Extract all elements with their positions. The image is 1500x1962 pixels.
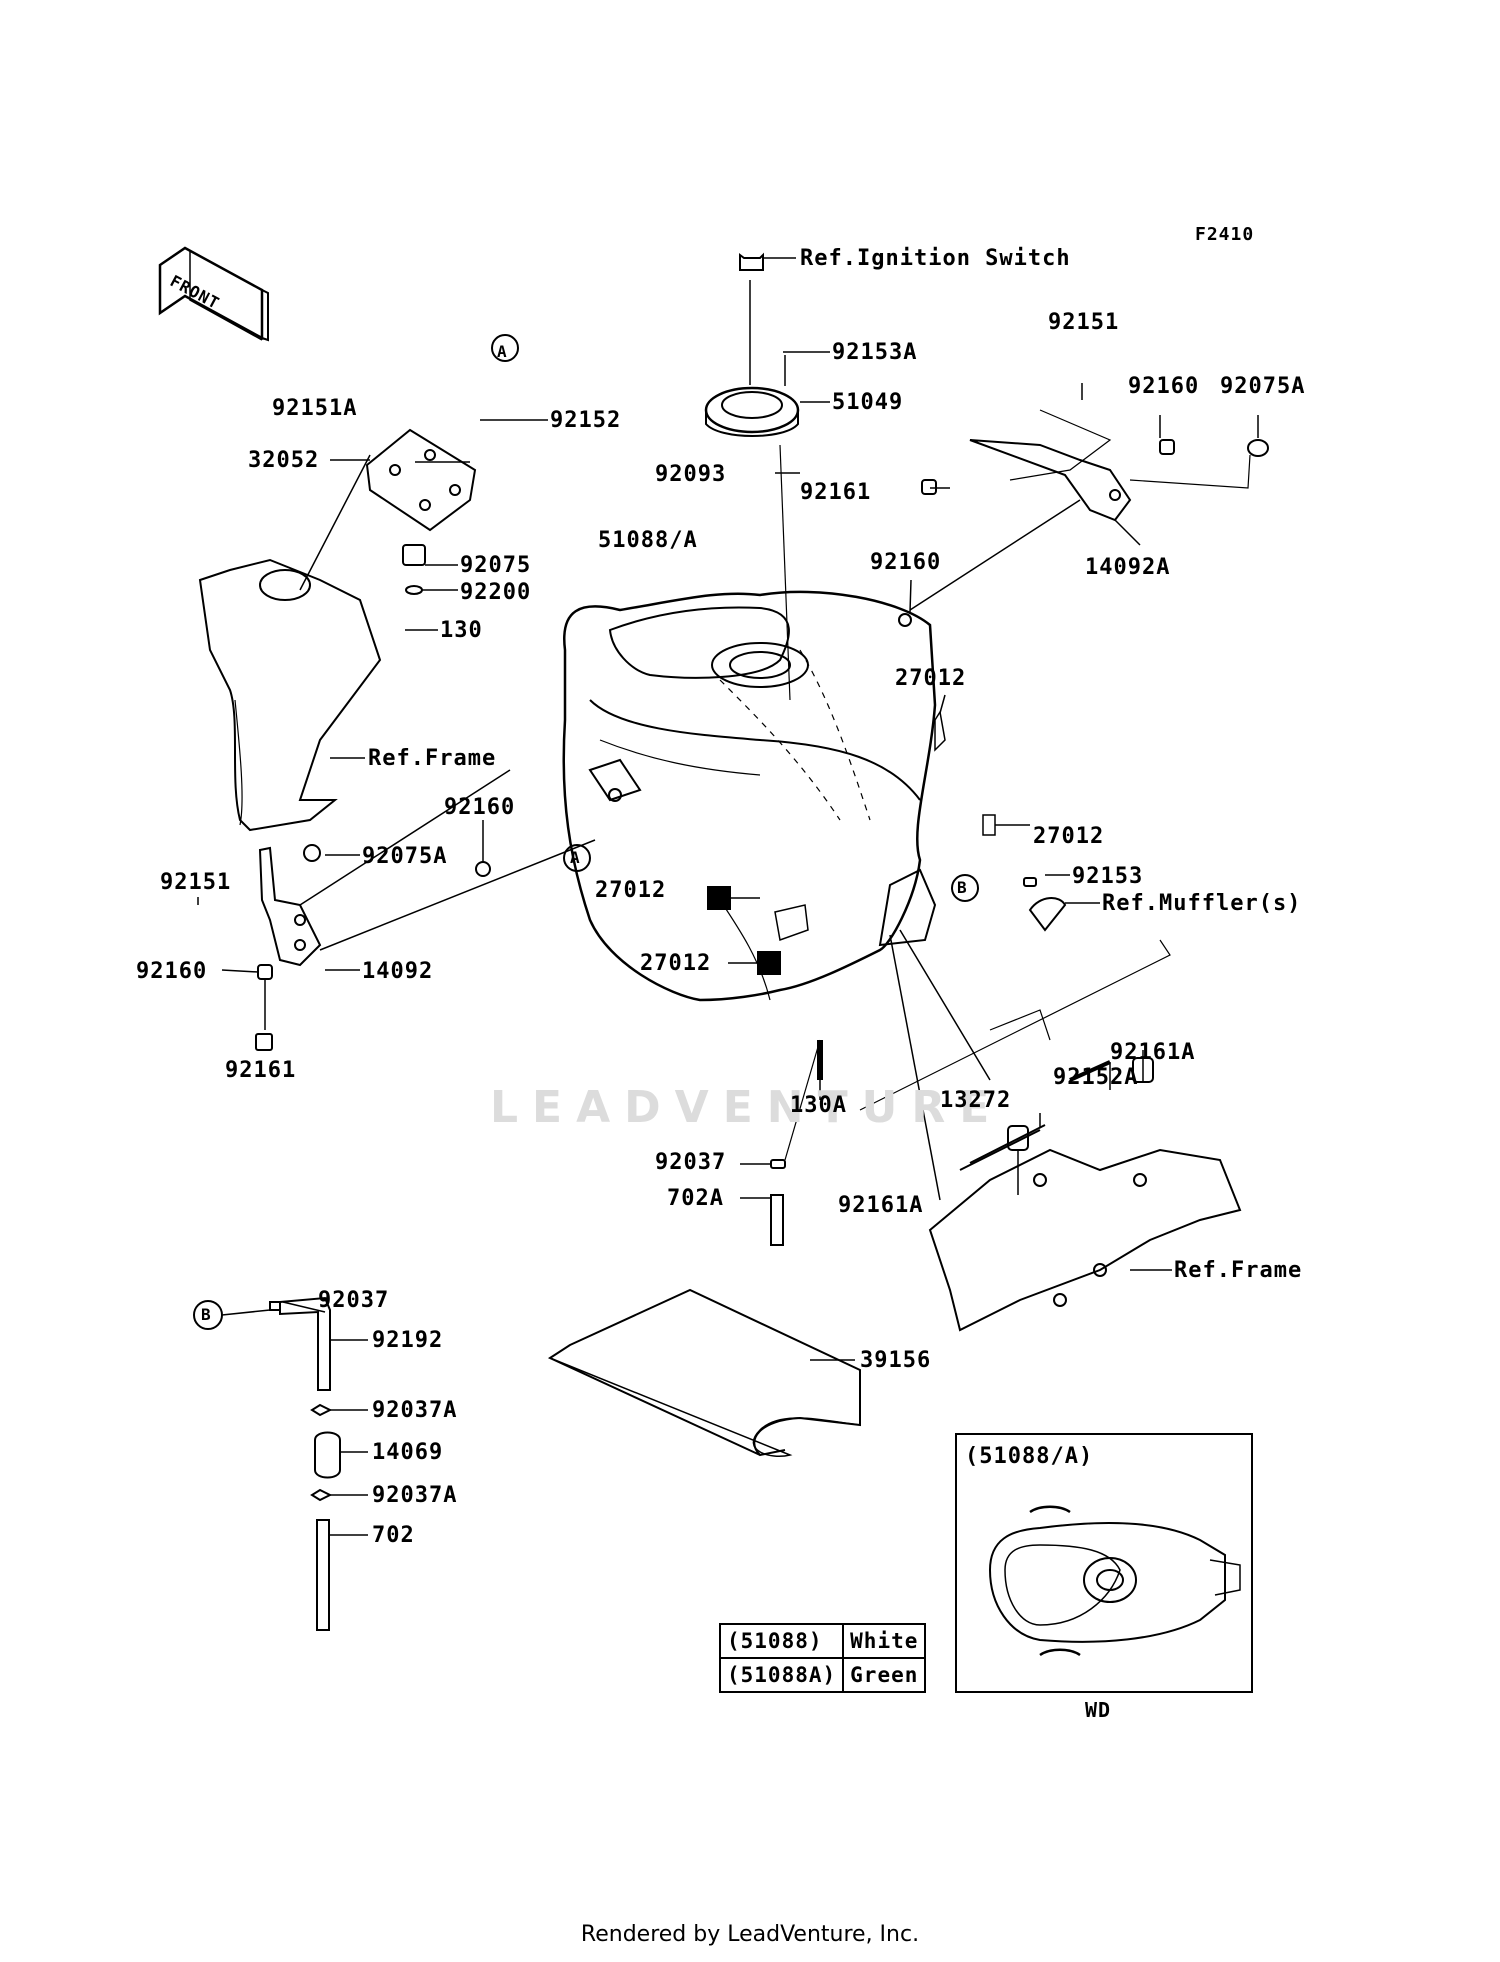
front-arrow-icon <box>158 246 269 342</box>
decal-27012-a <box>707 886 731 910</box>
label-ref-frame-left: Ref.Frame <box>368 746 497 771</box>
label-13272[interactable]: 13272 <box>940 1088 1012 1113</box>
label-27012-d[interactable]: 27012 <box>640 951 712 976</box>
label-92037A-1[interactable]: 92037A <box>372 1398 458 1423</box>
table-row: (51088A) Green <box>718 1657 927 1693</box>
label-92160-low[interactable]: 92160 <box>136 959 208 984</box>
label-27012-a[interactable]: 27012 <box>895 666 967 691</box>
label-92153A[interactable]: 92153A <box>832 340 918 365</box>
color-table: (51088) White (51088A) Green <box>718 1623 927 1693</box>
label-92161-low[interactable]: 92161 <box>225 1058 297 1083</box>
label-92093[interactable]: 92093 <box>655 462 727 487</box>
label-92037A-2[interactable]: 92037A <box>372 1483 458 1508</box>
label-92075[interactable]: 92075 <box>460 553 532 578</box>
label-92151-top[interactable]: 92151 <box>1048 310 1120 335</box>
label-92160-left[interactable]: 92160 <box>444 795 516 820</box>
label-702A[interactable]: 702A <box>667 1186 724 1211</box>
label-51088A[interactable]: 51088/A <box>598 528 698 553</box>
label-ref-ignition-switch: Ref.Ignition Switch <box>800 246 1071 271</box>
label-ref-mufflers: Ref.Muffler(s) <box>1102 891 1302 916</box>
breather-assembly-drawing <box>193 1296 341 1631</box>
marker-b-low-label: B <box>201 1305 212 1324</box>
label-92161-top[interactable]: 92161 <box>800 480 872 505</box>
fuel-cap-drawing <box>704 252 800 701</box>
label-92161A-right[interactable]: 92161A <box>1110 1040 1196 1065</box>
label-ref-frame-right: Ref.Frame <box>1174 1258 1303 1283</box>
label-92200[interactable]: 92200 <box>460 580 532 605</box>
left-bracket-drawing <box>198 428 477 832</box>
label-92160-top[interactable]: 92160 <box>1128 374 1200 399</box>
marker-a-top <box>491 334 519 362</box>
muffler-ref-drawing <box>1023 877 1067 932</box>
leader-lines <box>197 257 1259 1536</box>
marker-b-mid-label: B <box>957 878 968 897</box>
label-51049[interactable]: 51049 <box>832 390 904 415</box>
label-92160-mid[interactable]: 92160 <box>870 550 942 575</box>
marker-b-mid <box>951 874 979 902</box>
inset-title: (51088/A) <box>965 1444 1094 1469</box>
label-130A[interactable]: 130A <box>790 1093 847 1118</box>
marker-a-mid <box>563 844 591 872</box>
label-92161A-left[interactable]: 92161A <box>838 1193 924 1218</box>
label-92152[interactable]: 92152 <box>550 408 622 433</box>
label-92152A[interactable]: 92152A <box>1053 1065 1139 1090</box>
label-27012-b[interactable]: 27012 <box>1033 824 1105 849</box>
inset-caption: WD <box>1085 1698 1112 1722</box>
label-92192[interactable]: 92192 <box>372 1328 444 1353</box>
bracket-14092A-drawing <box>898 409 1269 627</box>
color-table-color: White <box>842 1623 927 1659</box>
fuel-tank-drawing <box>562 590 937 1002</box>
watermark-text: LEADVENTURE <box>490 1082 1004 1133</box>
label-32052[interactable]: 32052 <box>248 448 320 473</box>
pad-39156-drawing <box>547 1288 861 1457</box>
label-130[interactable]: 130 <box>440 618 483 643</box>
decal-27012-b <box>757 951 781 975</box>
footer-credit: Rendered by LeadVenture, Inc. <box>580 1922 920 1947</box>
bolts-drawing <box>770 1039 823 1246</box>
label-39156[interactable]: 39156 <box>860 1348 932 1373</box>
rear-frame-drawing <box>859 929 1242 1332</box>
inset-tank-drawing <box>988 1505 1241 1657</box>
label-92153[interactable]: 92153 <box>1072 864 1144 889</box>
marker-a-top-label: A <box>497 342 508 361</box>
marker-a-mid-label: A <box>570 848 581 867</box>
label-92151-left[interactable]: 92151 <box>160 870 232 895</box>
label-92037-b[interactable]: 92037 <box>318 1288 390 1313</box>
color-table-part: (51088) <box>718 1623 845 1659</box>
label-92075A-top[interactable]: 92075A <box>1220 374 1306 399</box>
label-92075A-left[interactable]: 92075A <box>362 844 448 869</box>
bracket-14092-drawing <box>255 769 596 1051</box>
label-14092A[interactable]: 14092A <box>1085 555 1171 580</box>
color-table-color: Green <box>842 1657 927 1693</box>
label-702[interactable]: 702 <box>372 1523 415 1548</box>
inset-box <box>955 1433 1253 1693</box>
label-14069[interactable]: 14069 <box>372 1440 444 1465</box>
label-92151A[interactable]: 92151A <box>272 396 358 421</box>
color-table-part: (51088A) <box>718 1657 845 1693</box>
label-92037[interactable]: 92037 <box>655 1150 727 1175</box>
label-27012-c[interactable]: 27012 <box>595 878 667 903</box>
label-14092[interactable]: 14092 <box>362 959 434 984</box>
diagram-code: F2410 <box>1195 224 1255 245</box>
table-row: (51088) White <box>718 1623 927 1659</box>
